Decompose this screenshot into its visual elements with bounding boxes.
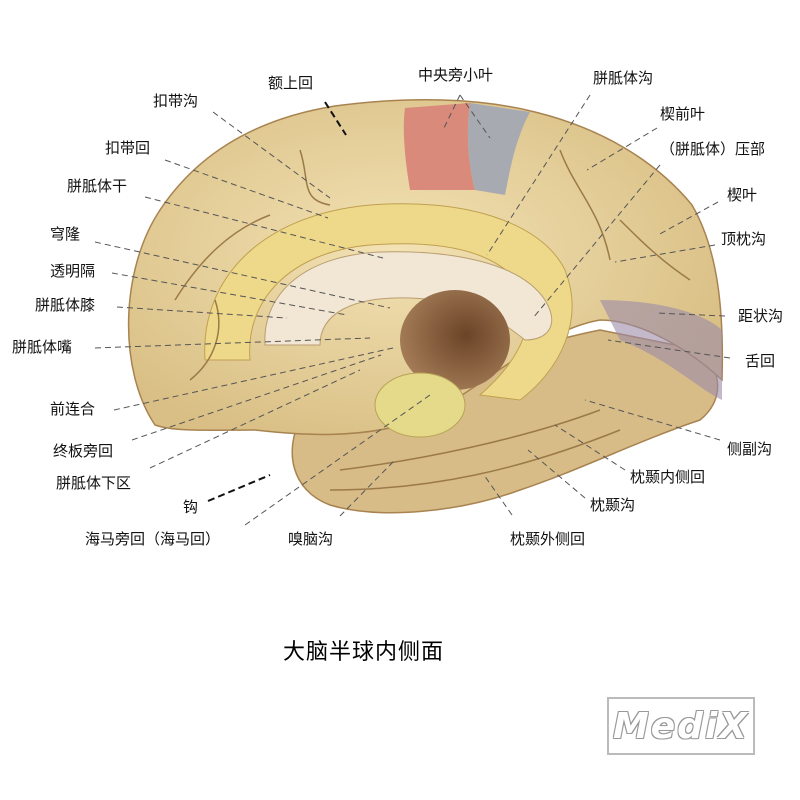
corpus-callosum — [264, 251, 553, 346]
label-medial-occipitotemporal-gyrus: 枕颞内侧回 — [630, 468, 706, 486]
medix-watermark-logo: MediX — [607, 697, 755, 755]
uncus-region — [374, 372, 466, 438]
label-paraterminal-gyrus: 终板旁回 — [53, 442, 114, 460]
occipital-shade — [600, 300, 722, 400]
figure-title: 大脑半球内侧面 — [283, 640, 445, 665]
label-rostrum: 胼胝体嘴 — [12, 338, 73, 356]
label-subcallosal-area: 胼胝体下区 — [56, 474, 132, 492]
label-callosal-sulcus: 胼胝体沟 — [593, 69, 654, 87]
label-parieto-occipital-sulcus: 顶枕沟 — [721, 230, 767, 248]
paracentral-blue — [467, 103, 530, 195]
label-calcarine-sulcus: 距状沟 — [738, 307, 784, 325]
label-cuneus: 楔叶 — [727, 186, 758, 204]
label-lateral-occipitotemporal-gyrus: 枕颞外侧回 — [510, 530, 586, 548]
label-lingual-gyrus: 舌回 — [745, 352, 776, 370]
cingulate-gyrus — [204, 203, 573, 401]
label-corpus-callosum-trunk: 胼胝体干 — [67, 177, 128, 195]
leader-lines-dark — [207, 101, 347, 502]
label-cingulate-sulcus: 扣带沟 — [153, 92, 199, 110]
label-parahippocampal-gyrus: 海马旁回（海马回） — [85, 530, 221, 548]
label-superior-frontal-gyrus: 额上回 — [268, 74, 314, 92]
label-anterior-commissure: 前连合 — [50, 400, 96, 418]
label-occipitotemporal-sulcus: 枕颞沟 — [590, 496, 636, 514]
label-fornix: 穹隆 — [50, 225, 81, 243]
paracentral-red — [403, 103, 475, 190]
label-genu: 胼胝体膝 — [35, 296, 96, 314]
label-septum-pellucidum: 透明隔 — [50, 262, 96, 280]
label-rhinal-sulcus: 嗅脑沟 — [288, 530, 334, 548]
label-cingulate-gyrus: 扣带回 — [105, 139, 151, 157]
label-collateral-sulcus: 侧副沟 — [727, 440, 773, 458]
label-paracentral-lobule: 中央旁小叶 — [418, 66, 494, 84]
thalamus — [400, 290, 510, 390]
leader-lines — [94, 94, 731, 526]
label-uncus: 钩 — [183, 498, 199, 516]
label-splenium: （胼胝体）压部 — [660, 140, 766, 158]
label-precuneus: 楔前叶 — [660, 105, 706, 123]
